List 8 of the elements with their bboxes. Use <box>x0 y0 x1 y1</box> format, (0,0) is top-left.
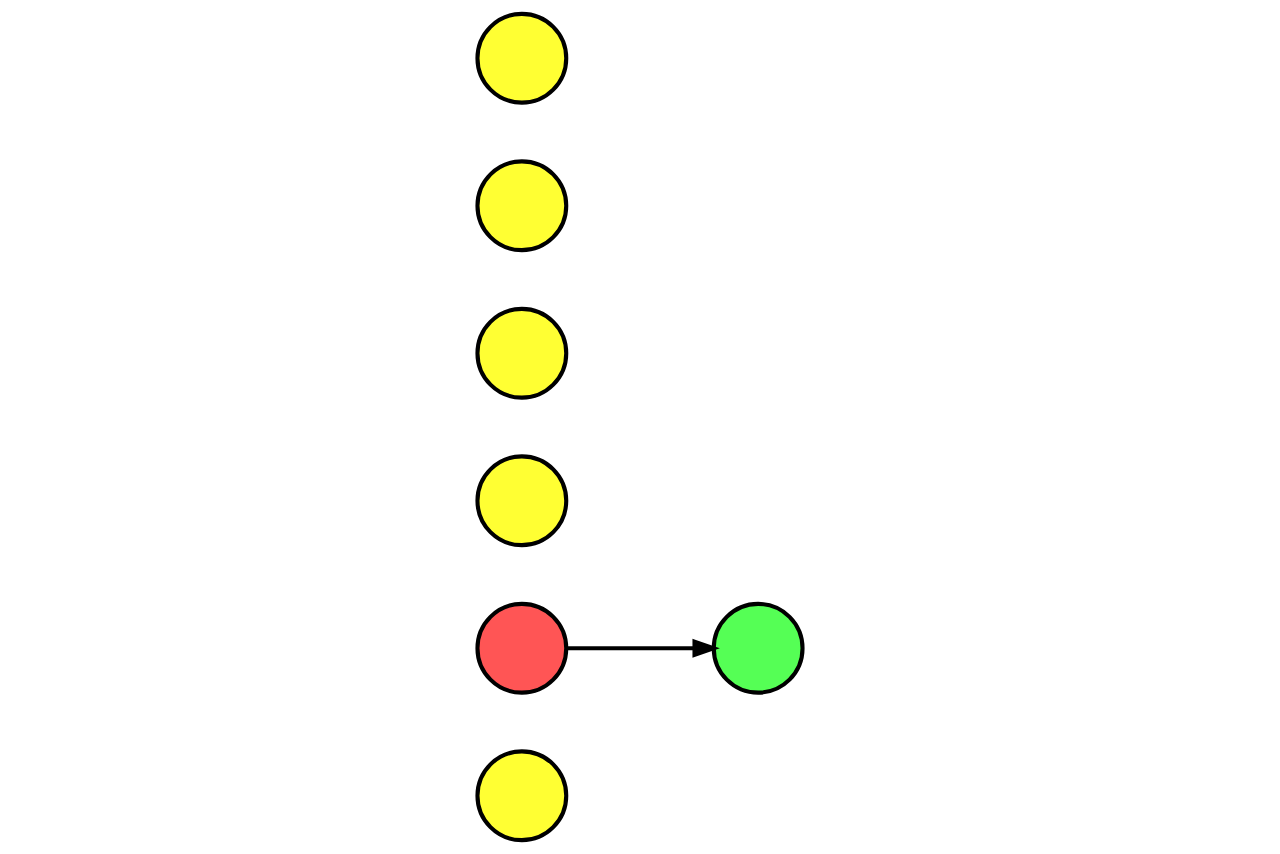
node-circle <box>475 159 569 253</box>
node-circle <box>711 601 805 695</box>
node-circle <box>475 749 569 843</box>
node-circle <box>475 11 569 105</box>
node-circle <box>475 306 569 400</box>
node-circle <box>475 601 569 695</box>
node-circle <box>475 454 569 548</box>
arrow <box>566 638 720 658</box>
